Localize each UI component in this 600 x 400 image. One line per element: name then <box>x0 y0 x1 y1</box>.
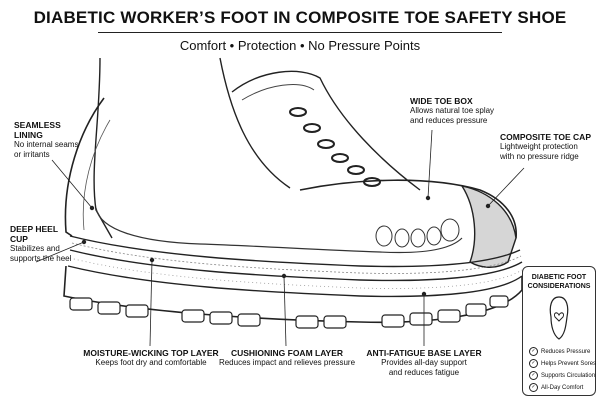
footprint-icon <box>549 296 569 340</box>
label-heel-desc-2: supports the heel <box>10 254 72 263</box>
composite-toe-cap <box>460 184 517 268</box>
consideration-item: ✓Reduces Pressure <box>529 347 590 356</box>
label-top-layer: MOISTURE-WICKING TOP LAYER Keeps foot dr… <box>76 348 226 368</box>
label-toe-cap-heading: COMPOSITE TOE CAP <box>500 132 591 142</box>
leg-outline <box>93 57 113 239</box>
label-seamless-heading-2: LINING <box>14 130 43 140</box>
label-base-layer-desc-1: Provides all-day support <box>381 358 467 367</box>
label-toe-cap-desc-1: Lightweight protection <box>500 142 578 151</box>
check-icon: ✓ <box>529 347 538 356</box>
considerations-title-1: DIABETIC FOOT <box>531 274 587 281</box>
label-base-layer-desc-2: and reduces fatigue <box>388 368 460 377</box>
label-base-layer-heading: ANTI-FATIGUE BASE LAYER <box>366 348 482 358</box>
leader-lines <box>35 129 525 347</box>
label-wide-toe-box: WIDE TOE BOX Allows natural toe splay an… <box>410 96 510 126</box>
consideration-item: ✓Helps Prevent Sores <box>529 359 596 368</box>
label-composite-toe-cap: COMPOSITE TOE CAP Lightweight protection… <box>500 132 596 162</box>
label-heel-heading-2: CUP <box>10 234 28 244</box>
top-layer <box>69 235 521 268</box>
page-subtitle: Comfort • Protection • No Pressure Point… <box>179 38 421 53</box>
title-divider <box>98 32 502 33</box>
page-title: DIABETIC WORKER’S FOOT IN COMPOSITE TOE … <box>33 8 567 27</box>
consideration-item: ✓All-Day Comfort <box>529 383 583 392</box>
shoe-tongue <box>231 70 421 191</box>
label-seamless-desc-1: No internal seams <box>14 140 79 149</box>
label-foam-layer-desc: Reduces impact and relieves pressure <box>218 358 356 367</box>
label-top-layer-desc: Keeps foot dry and comfortable <box>95 358 207 367</box>
label-wide-toe-desc-2: and reduces pressure <box>410 116 488 125</box>
label-seamless-lining: SEAMLESS LINING No internal seams or irr… <box>14 120 86 160</box>
considerations-title-2: CONSIDERATIONS <box>527 283 591 290</box>
foot-outline <box>95 207 463 254</box>
label-seamless-heading-1: SEAMLESS <box>14 120 61 130</box>
base-layer <box>67 265 523 298</box>
label-base-layer: ANTI-FATIGUE BASE LAYER Provides all-day… <box>354 348 494 378</box>
label-seamless-desc-2: or irritants <box>14 150 50 159</box>
outsole-lugs <box>69 295 509 329</box>
label-foam-layer: CUSHIONING FOAM LAYER Reduces impact and… <box>212 348 362 368</box>
label-deep-heel-cup: DEEP HEEL CUP Stabilizes and supports th… <box>10 224 80 264</box>
consideration-item: ✓Supports Circulation <box>529 371 595 380</box>
shoe-upper-back <box>64 97 105 237</box>
label-wide-toe-desc-1: Allows natural toe splay <box>410 106 495 115</box>
foam-layer <box>69 249 523 282</box>
considerations-title: DIABETIC FOOT CONSIDERATIONS <box>523 273 595 291</box>
label-wide-toe-heading: WIDE TOE BOX <box>410 96 473 106</box>
considerations-panel: DIABETIC FOOT CONSIDERATIONS ✓Reduces Pr… <box>522 266 596 396</box>
check-icon: ✓ <box>529 371 538 380</box>
label-top-layer-heading: MOISTURE-WICKING TOP LAYER <box>83 348 219 358</box>
laces <box>289 107 381 187</box>
check-icon: ✓ <box>529 359 538 368</box>
toes <box>375 218 460 248</box>
check-icon: ✓ <box>529 383 538 392</box>
label-heel-heading-1: DEEP HEEL <box>10 224 59 234</box>
label-toe-cap-desc-2: with no pressure ridge <box>500 152 579 161</box>
label-foam-layer-heading: CUSHIONING FOAM LAYER <box>230 348 344 358</box>
leg-front-outline <box>219 57 291 189</box>
label-heel-desc-1: Stabilizes and <box>10 244 60 253</box>
